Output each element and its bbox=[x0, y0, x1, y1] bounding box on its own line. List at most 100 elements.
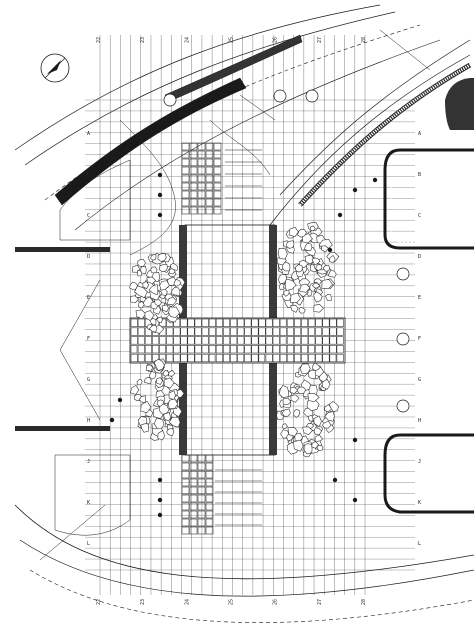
row-label: G bbox=[418, 377, 421, 383]
flagstone bbox=[148, 284, 159, 296]
flagstone bbox=[298, 307, 306, 314]
paving-brick bbox=[265, 318, 273, 327]
paving-brick bbox=[230, 353, 238, 363]
paving-brick bbox=[286, 318, 295, 327]
row-label: J bbox=[87, 459, 90, 465]
stair-tread bbox=[181, 142, 190, 151]
paving-brick bbox=[286, 345, 295, 354]
flagstone bbox=[307, 369, 317, 380]
flagstone bbox=[290, 394, 300, 403]
paving-brick bbox=[244, 327, 252, 336]
tree-dot bbox=[372, 177, 378, 183]
stair-tread bbox=[181, 494, 190, 503]
paving-brick bbox=[258, 353, 266, 363]
flagstone bbox=[150, 266, 158, 274]
paving-brick bbox=[301, 345, 308, 354]
paving-brick bbox=[315, 345, 323, 354]
row-label: B bbox=[418, 172, 421, 178]
column-label: 23 bbox=[140, 599, 146, 605]
paving-brick bbox=[137, 336, 145, 345]
stair-tread bbox=[181, 518, 190, 527]
stair-tread bbox=[189, 502, 198, 511]
column-label: 27 bbox=[317, 599, 323, 605]
stair-tread bbox=[213, 166, 222, 175]
paving-brick bbox=[329, 353, 337, 363]
flagstone bbox=[284, 278, 297, 291]
flagstone bbox=[159, 263, 168, 273]
stair-tread bbox=[197, 198, 206, 207]
paving-brick bbox=[336, 327, 344, 336]
stair-tread bbox=[205, 142, 214, 151]
flagstone bbox=[279, 283, 286, 291]
stair-tread bbox=[181, 166, 190, 175]
paving-brick bbox=[237, 345, 245, 354]
stair-tread bbox=[197, 526, 206, 535]
paving-brick bbox=[201, 336, 209, 345]
paving-brick bbox=[159, 336, 167, 345]
paving-brick bbox=[237, 353, 245, 363]
flagstone bbox=[311, 441, 319, 449]
paving-brick bbox=[166, 336, 174, 345]
paving-brick bbox=[187, 353, 195, 363]
flagstone bbox=[140, 266, 147, 274]
paving-brick bbox=[293, 345, 301, 354]
flagstone bbox=[304, 242, 313, 252]
row-label: L bbox=[87, 541, 90, 547]
column-label: 28 bbox=[361, 599, 367, 605]
tree-markers bbox=[109, 172, 378, 518]
paving-brick bbox=[215, 345, 223, 354]
stair-tread bbox=[213, 142, 222, 151]
tree-dot bbox=[327, 247, 333, 253]
paving-brick bbox=[144, 353, 152, 363]
paving-brick bbox=[166, 327, 174, 336]
row-label: J bbox=[418, 459, 421, 465]
paving-brick bbox=[293, 327, 302, 336]
flagstone bbox=[313, 427, 322, 435]
tree-dot bbox=[352, 187, 358, 193]
paving-brick bbox=[251, 336, 259, 345]
paving-brick bbox=[215, 318, 223, 327]
flagstone bbox=[299, 363, 311, 375]
paving-brick bbox=[130, 318, 138, 327]
paving-brick bbox=[272, 336, 280, 345]
paving-brick bbox=[180, 336, 188, 345]
flagstone bbox=[307, 415, 314, 422]
right-building-outline-lower bbox=[383, 433, 474, 514]
flagstone bbox=[168, 369, 176, 377]
flagstone bbox=[281, 408, 291, 417]
paving-brick bbox=[279, 327, 287, 336]
paving-brick bbox=[137, 345, 145, 354]
row-label: G bbox=[87, 377, 90, 383]
paving-brick bbox=[244, 336, 252, 345]
stair-tread bbox=[181, 470, 190, 479]
tree-dot bbox=[352, 437, 358, 443]
flagstone bbox=[172, 406, 183, 418]
flagstone bbox=[328, 269, 337, 278]
paving-brick bbox=[208, 318, 216, 327]
paving-brick bbox=[130, 336, 138, 345]
stair-tread bbox=[205, 510, 214, 519]
flagstone bbox=[315, 264, 323, 271]
stair-tread bbox=[197, 182, 206, 191]
stair-tread bbox=[181, 478, 190, 487]
stair-tread bbox=[181, 454, 190, 463]
paving-brick bbox=[293, 336, 302, 345]
diagonal-road bbox=[269, 39, 472, 226]
paving-brick bbox=[272, 345, 280, 354]
flagstone bbox=[307, 392, 320, 403]
paving-brick bbox=[265, 353, 273, 363]
flagstone bbox=[325, 293, 332, 302]
row-label: F bbox=[87, 336, 90, 342]
stair-tread bbox=[205, 150, 214, 159]
paving-brick bbox=[315, 327, 323, 336]
paving-brick bbox=[258, 336, 266, 345]
paving-brick bbox=[322, 336, 330, 345]
paving-brick bbox=[329, 336, 337, 345]
flagstone bbox=[162, 370, 170, 377]
stair-tread bbox=[213, 174, 222, 183]
stair-tread bbox=[181, 462, 190, 471]
flagstone bbox=[302, 233, 313, 244]
paving-brick bbox=[322, 353, 330, 363]
paving-brick bbox=[237, 336, 245, 345]
flagstone bbox=[277, 247, 288, 260]
